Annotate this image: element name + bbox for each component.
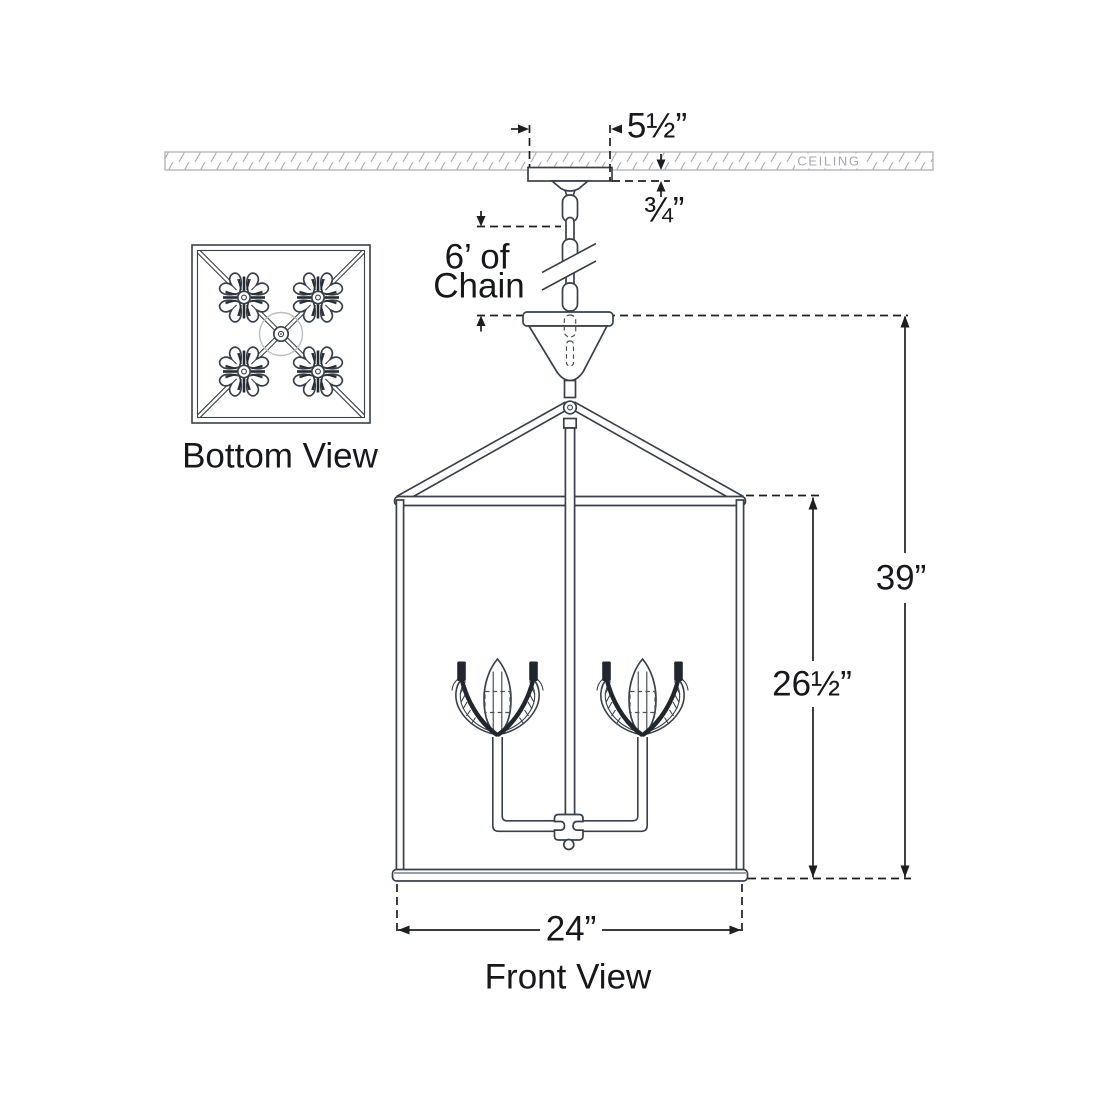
- canopy-width-label: 5½”: [627, 107, 687, 146]
- right-tulip-holder: [597, 659, 688, 735]
- hidden-chain-link: [563, 314, 577, 338]
- rosette-bottom-left: [216, 343, 272, 400]
- chain-note-line1: 6’ of: [445, 238, 510, 277]
- ceiling-label: CEILING: [797, 154, 860, 169]
- center-reference-circle: [258, 311, 304, 357]
- bottom-view-outer-frame: [191, 244, 371, 424]
- bottom-view-inner-frame: [196, 249, 366, 419]
- left-tulip-holder: [452, 659, 543, 735]
- finial-ball: [562, 838, 575, 851]
- dimension-body-height: 26½”: [746, 494, 852, 878]
- rosette-top-right: [290, 269, 346, 326]
- chain-break-marks: [541, 242, 597, 291]
- candle-cluster: [452, 659, 688, 851]
- overall-height-label: 39”: [876, 559, 927, 598]
- dimension-overall-height: 39”: [748, 315, 927, 880]
- mounting-plate: [527, 166, 613, 199]
- left-arm: [492, 737, 554, 833]
- left-post: [395, 499, 405, 874]
- rosette-top-left: [216, 269, 272, 326]
- hidden-chain-link: [565, 340, 575, 367]
- roof-struts: [396, 401, 744, 505]
- canopy: [522, 311, 614, 399]
- bottom-band: [391, 868, 749, 882]
- body-width-label: 24”: [546, 910, 597, 949]
- ceiling-section: CEILING: [164, 151, 934, 171]
- dimension-canopy-width: 5½”: [511, 107, 687, 181]
- right-arm: [583, 737, 648, 833]
- right-post: [735, 499, 745, 874]
- chain-note-line2: Chain: [433, 267, 524, 306]
- lantern-frame: [391, 400, 749, 882]
- dimension-body-width: 24”: [396, 884, 743, 949]
- dimension-canopy-drop: ¾”: [612, 154, 684, 230]
- front-view-caption: Front View: [485, 958, 652, 997]
- ceiling-label-backing: [795, 153, 865, 169]
- dimension-chain-length: 6’ of Chain: [433, 211, 561, 332]
- center-stem: [564, 427, 576, 817]
- bottom-view-drawing: [191, 244, 371, 424]
- bottom-view-caption: Bottom View: [182, 437, 379, 476]
- hanging-chain: [541, 194, 597, 312]
- center-hub-block: [553, 813, 584, 841]
- canopy-drop-label: ¾”: [644, 191, 685, 230]
- apex-collar: [562, 417, 578, 429]
- apex-ring: [562, 400, 578, 415]
- chain-break-gap: [542, 243, 596, 290]
- body-height-label: 26½”: [772, 665, 852, 704]
- rosette-bottom-right: [290, 343, 346, 400]
